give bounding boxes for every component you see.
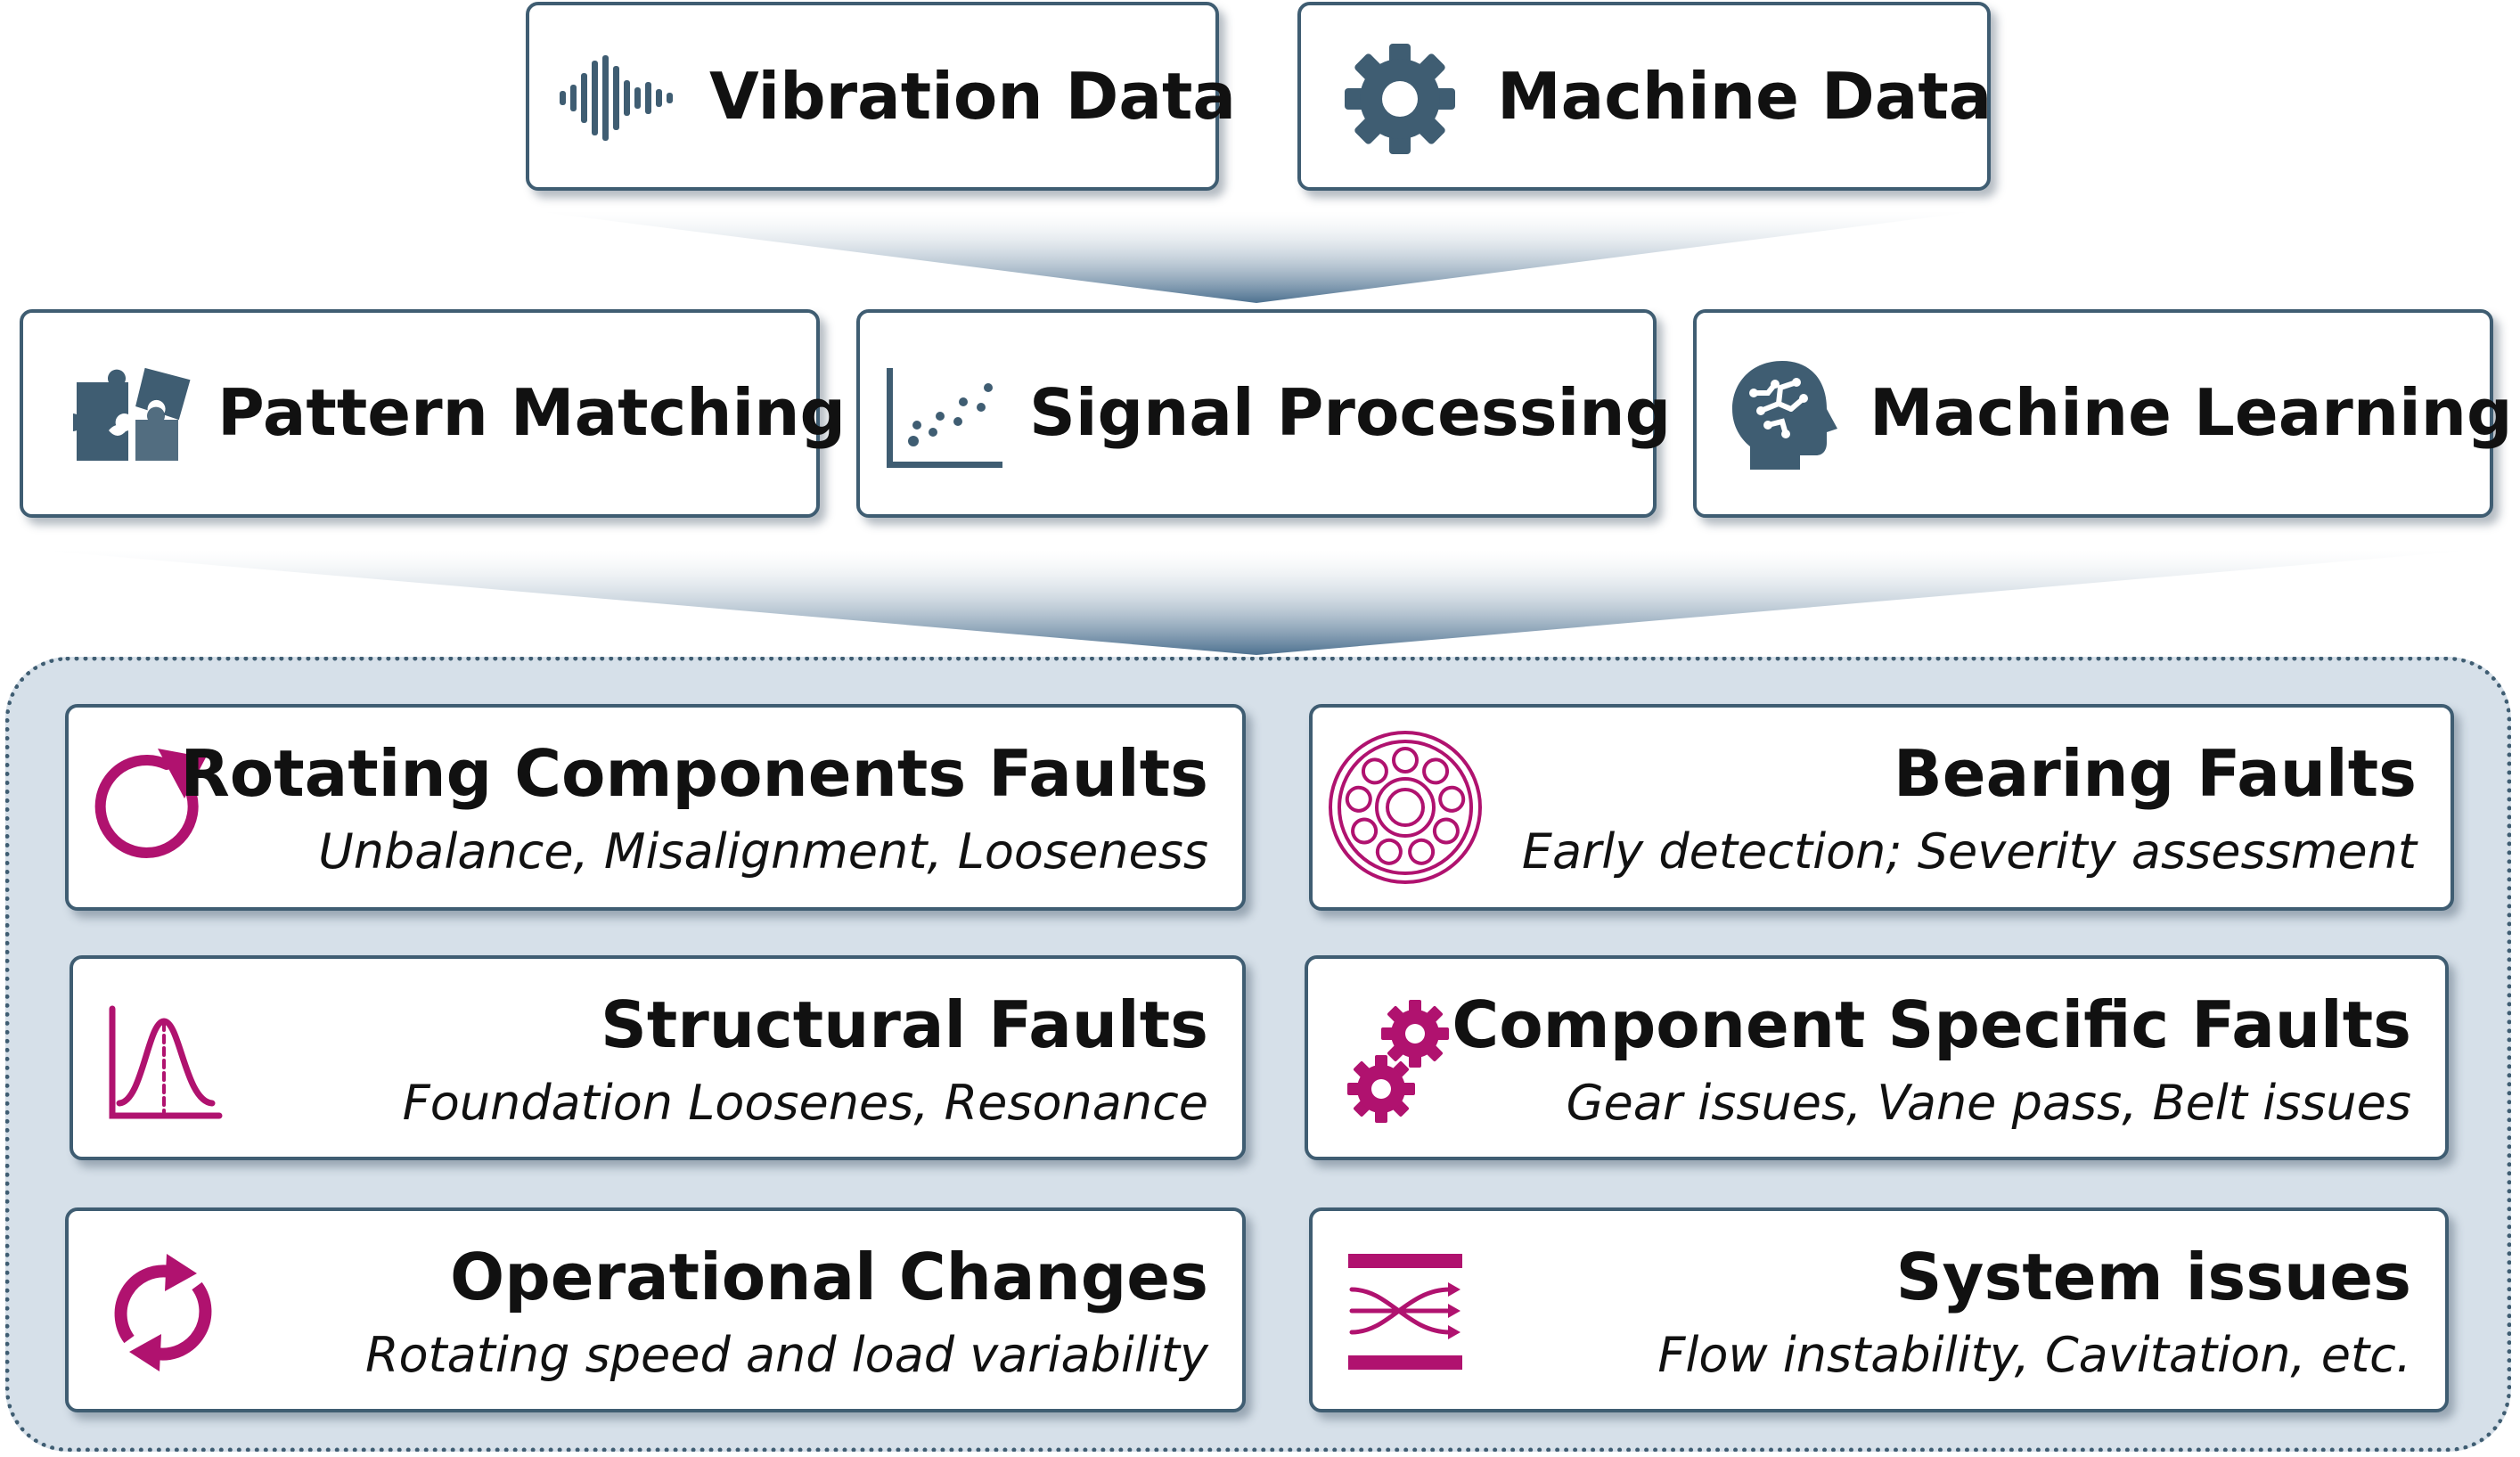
operational-changes-subtitle: Rotating speed and load variability <box>364 1327 1208 1383</box>
operational-changes-title: Operational Changes <box>450 1240 1208 1314</box>
bearing-faults-title: Bearing Faults <box>1893 736 2417 811</box>
bearing-faults-subtitle: Early detection; Severity assessment <box>1521 823 2417 880</box>
machine-data-label: Machine Data <box>1497 59 1992 134</box>
structural-faults-card: Structural Faults Foundation Loosenes, R… <box>70 955 1246 1160</box>
component-specific-faults-title: Component Specific Faults <box>1452 987 2411 1062</box>
puzzle-icon <box>73 367 191 461</box>
scatter-plot-icon <box>887 368 1002 468</box>
funnel-arrow-bottom <box>36 550 2477 655</box>
signal-processing-box: Signal Processing <box>856 309 1671 518</box>
system-issues-card: System issues Flow instability, Cavitati… <box>1309 1207 2449 1412</box>
component-specific-faults-card: Component Specific Faults Gear issues, V… <box>1305 955 2449 1160</box>
signal-processing-label: Signal Processing <box>1029 375 1672 450</box>
rotating-components-faults-title: Rotating Components Faults <box>180 736 1208 811</box>
vibration-data-box: Vibration Data <box>526 2 1236 191</box>
gear-icon <box>1345 44 1455 154</box>
bearing-faults-card: Bearing Faults Early detection; Severity… <box>1309 704 2454 911</box>
pattern-matching-label: Pattern Matching <box>217 375 846 450</box>
component-specific-faults-subtitle: Gear issues, Vane pass, Belt issues <box>1566 1075 2411 1131</box>
bearing-icon <box>1329 731 1482 884</box>
brain-head-icon <box>1732 361 1837 470</box>
bell-curve-icon <box>109 1005 223 1119</box>
rotating-components-faults-card: Rotating Components Faults Unbalance, Mi… <box>65 704 1246 911</box>
two-gears-icon <box>1347 1000 1449 1123</box>
machine-data-box: Machine Data <box>1297 2 1992 191</box>
refresh-arrows-icon <box>114 1254 212 1371</box>
flow-lines-icon <box>1348 1254 1462 1370</box>
machine-learning-label: Machine Learning <box>1870 375 2513 450</box>
waveform-icon <box>560 55 673 141</box>
pattern-matching-box: Pattern Matching <box>20 309 846 518</box>
vibration-data-label: Vibration Data <box>709 59 1237 134</box>
structural-faults-subtitle: Foundation Loosenes, Resonance <box>402 1075 1208 1131</box>
rotate-arrow-icon <box>94 749 206 858</box>
funnel-arrow-top <box>535 211 1978 303</box>
machine-learning-box: Machine Learning <box>1693 309 2513 518</box>
operational-changes-card: Operational Changes Rotating speed and l… <box>65 1207 1246 1412</box>
system-issues-title: System issues <box>1895 1240 2411 1314</box>
structural-faults-title: Structural Faults <box>601 987 1208 1062</box>
system-issues-subtitle: Flow instability, Cavitation, etc. <box>1657 1327 2411 1383</box>
rotating-components-faults-subtitle: Unbalance, Misalignment, Looseness <box>318 823 1208 880</box>
